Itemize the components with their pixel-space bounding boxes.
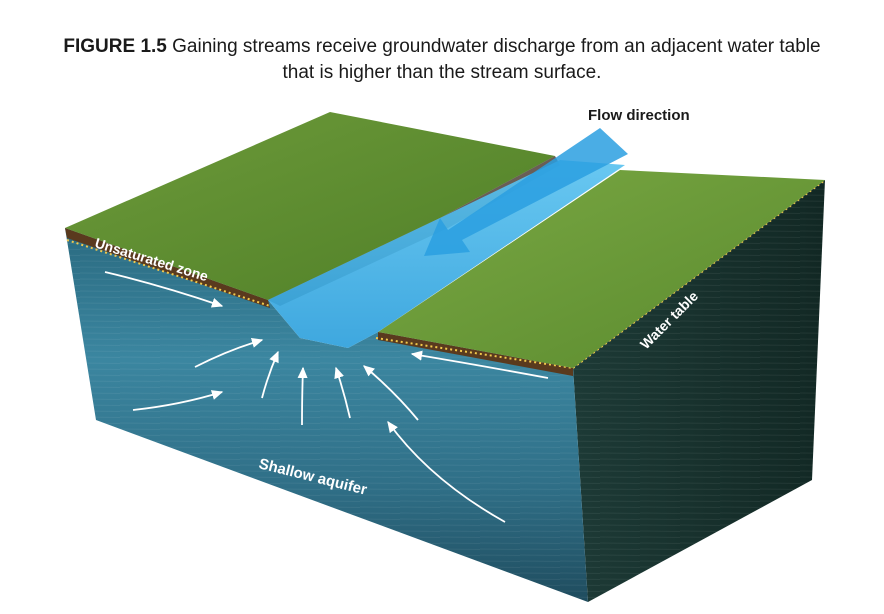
- arrow-right-2: [410, 350, 549, 379]
- arrow-up-2: [297, 366, 308, 426]
- caption-line-1: FIGURE 1.5 Gaining streams receive groun…: [0, 34, 884, 60]
- flow-direction-arrow: [424, 128, 628, 256]
- figure-label: FIGURE 1.5: [63, 36, 167, 57]
- arrow-right-1: [363, 365, 419, 421]
- caption-text-1: Gaining streams receive groundwater disc…: [172, 36, 821, 57]
- water-table-line-front-right: [375, 337, 574, 369]
- flow-direction-label: Flow direction: [588, 107, 690, 124]
- arrow-left-2: [132, 390, 224, 411]
- arrow-up-1: [261, 350, 279, 399]
- water-table-line-front-left: [66, 239, 271, 307]
- figure-caption: FIGURE 1.5 Gaining streams receive groun…: [0, 34, 884, 86]
- arrow-up-3: [334, 366, 351, 419]
- grass-bank-left: [65, 112, 555, 300]
- arrow-unsat-left: [104, 271, 224, 308]
- arrow-right-3: [387, 420, 506, 523]
- arrow-left-1: [194, 338, 264, 368]
- groundwater-arrows: [104, 271, 549, 523]
- caption-line-2: that is higher than the stream surface.: [282, 62, 602, 83]
- soil-band-left: [65, 228, 270, 308]
- grass-bank-right: [378, 170, 825, 368]
